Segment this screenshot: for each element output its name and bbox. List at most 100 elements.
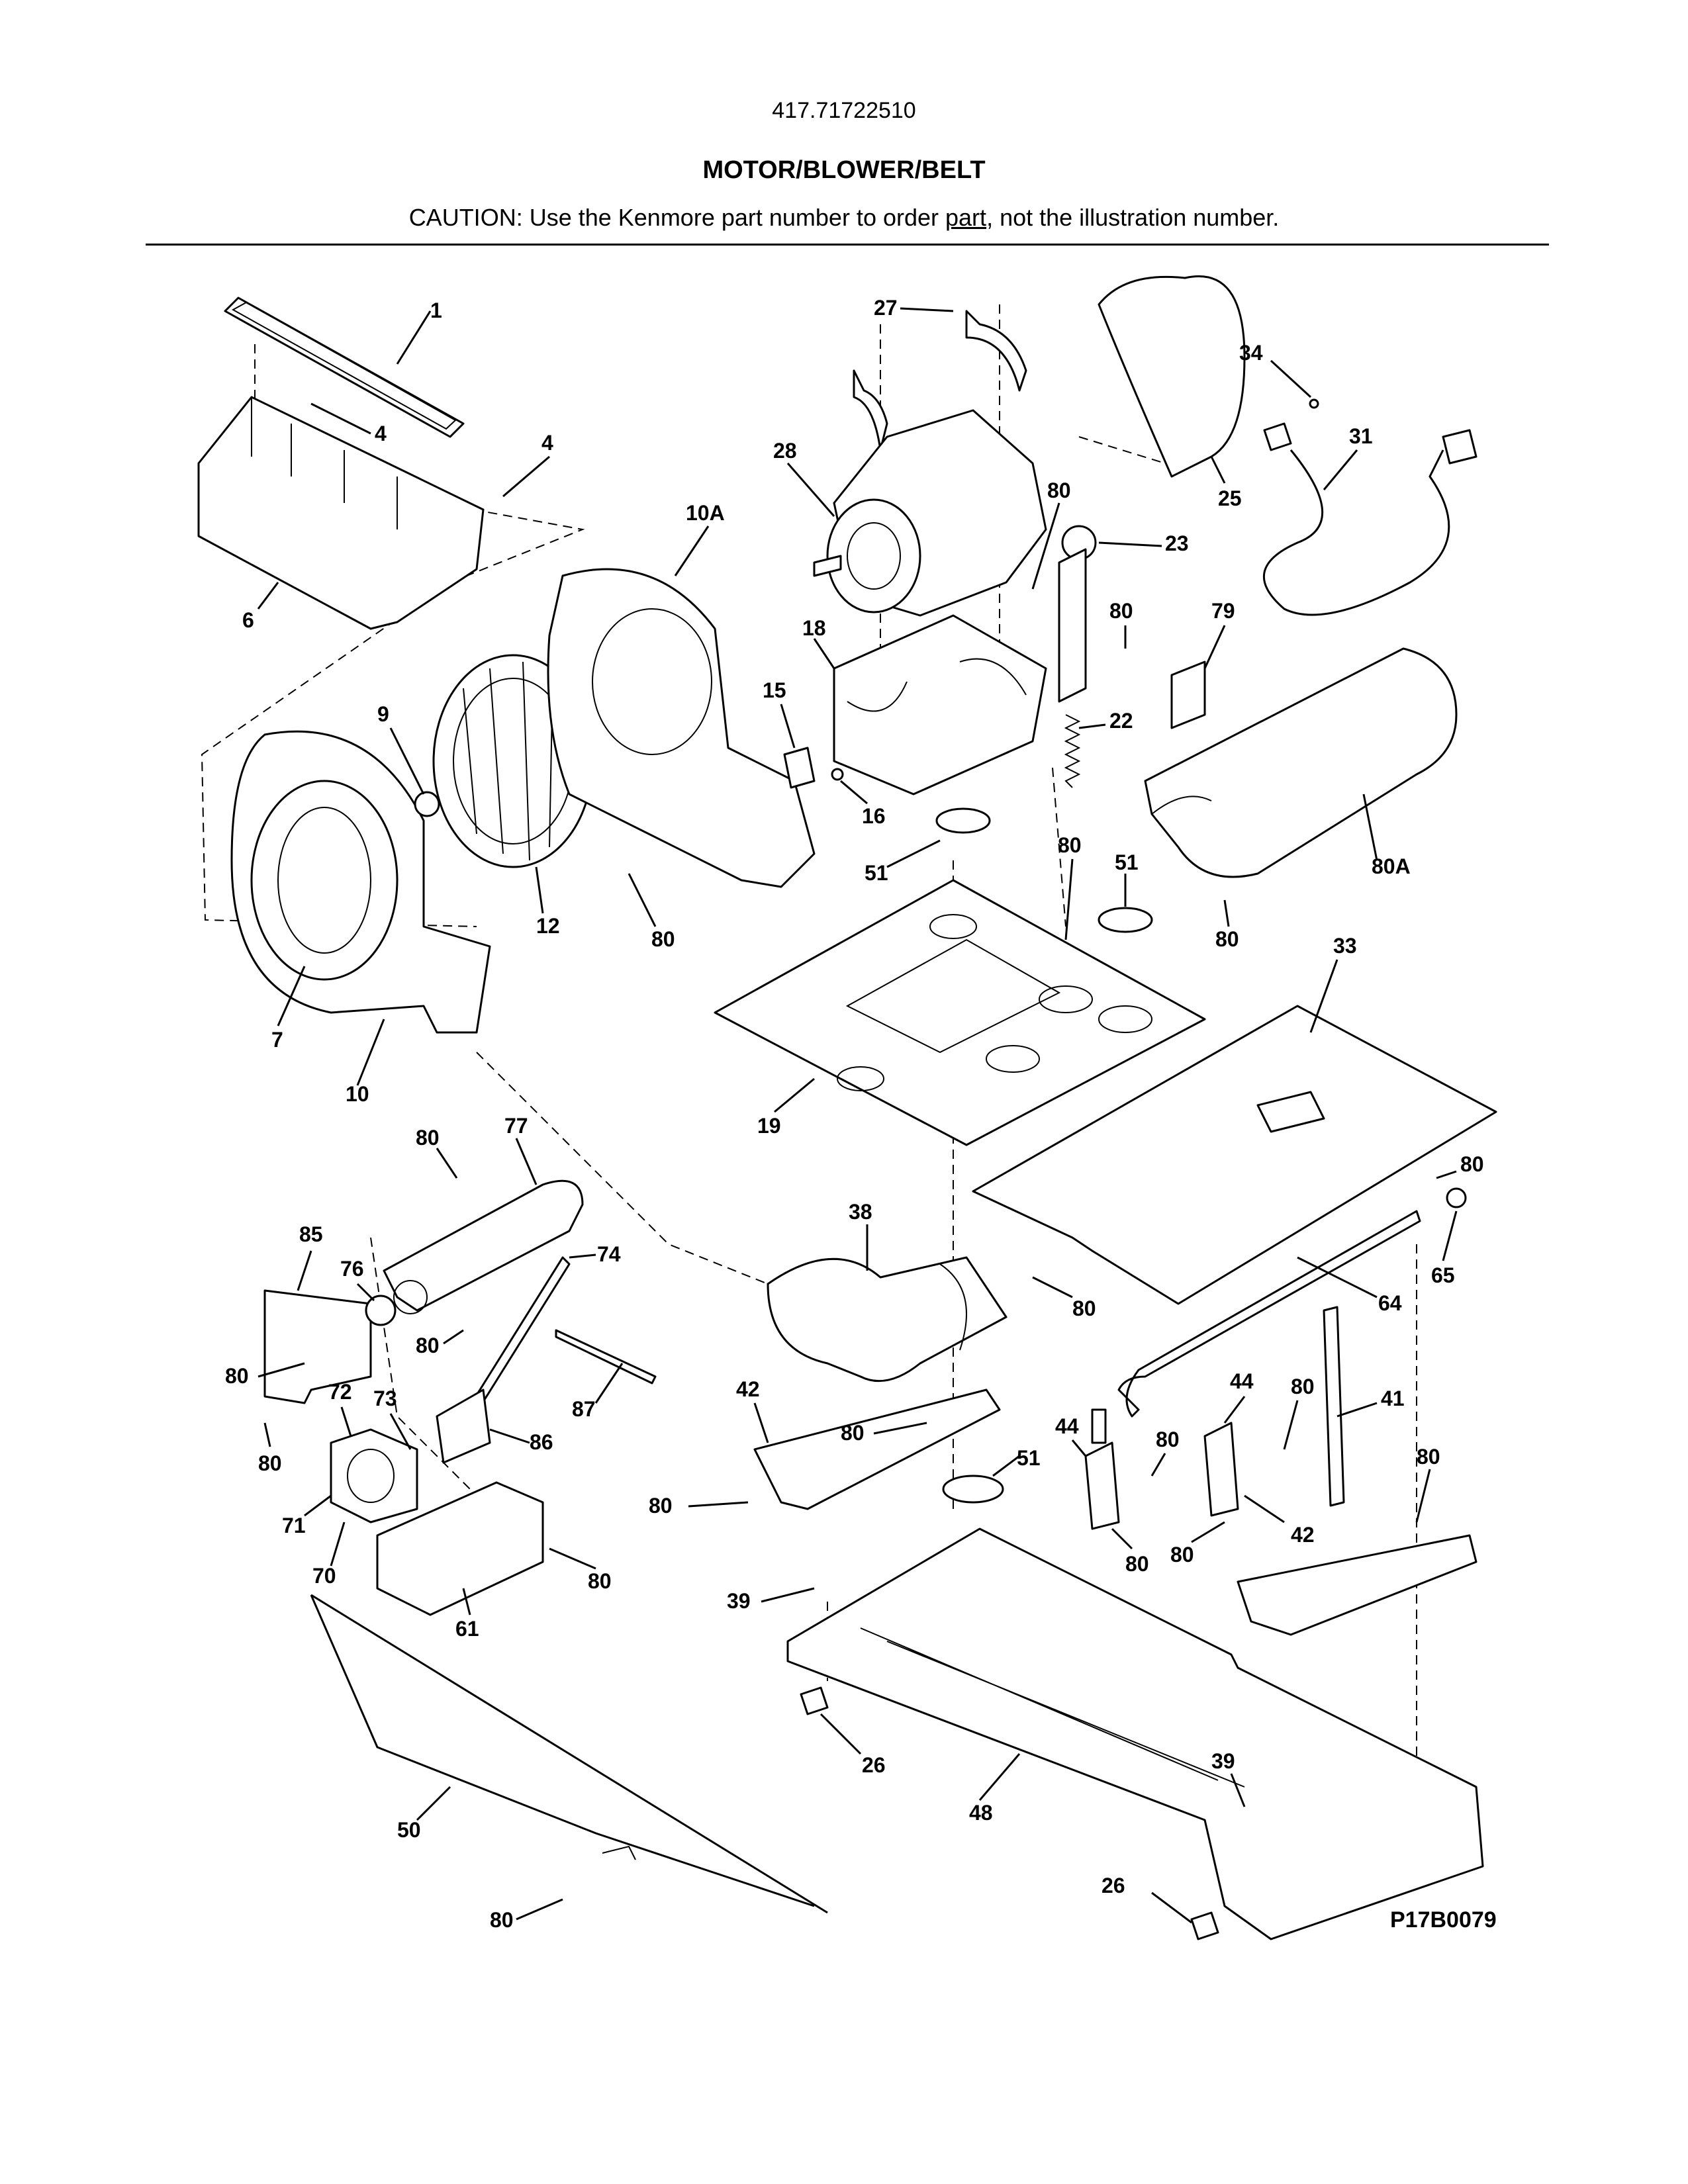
callout-label: 23 (1165, 531, 1189, 555)
callout-label: 10 (346, 1082, 369, 1106)
callout-label: 25 (1218, 486, 1242, 510)
callout-label: 61 (455, 1617, 479, 1641)
leader-lines (257, 307, 1458, 1924)
foot-part-26 (1190, 1911, 1219, 1940)
callout-label: 22 (1109, 709, 1133, 733)
callout-label: 7 (271, 1028, 283, 1052)
callout-label: 80 (1215, 927, 1239, 951)
callout-label: 80 (490, 1908, 514, 1932)
callout-label: 74 (597, 1242, 621, 1266)
panel-part-50 (310, 1594, 828, 1914)
callout-label: 71 (282, 1514, 306, 1537)
bracket-part-42 (753, 1388, 1001, 1510)
callout-label: 10A (686, 501, 725, 525)
callout-label: 4 (541, 431, 553, 455)
callout-label: 38 (849, 1200, 872, 1224)
model-number: 417.71722510 (772, 98, 916, 123)
callout-label: 80 (258, 1451, 282, 1475)
callout-label: 64 (1378, 1291, 1402, 1315)
callout-label: 12 (536, 914, 560, 938)
callout-label: 80 (588, 1569, 612, 1593)
page-title: MOTOR/BLOWER/BELT (702, 156, 986, 184)
lint-housing-part-6 (197, 396, 485, 630)
base-plate-part-19 (714, 879, 1206, 1146)
callout-label: 80 (416, 1334, 440, 1357)
bushing-part-9 (414, 791, 440, 817)
screw-part-16 (831, 768, 844, 781)
thermostat-part-76 (365, 1295, 397, 1326)
callout-label: 16 (862, 804, 886, 828)
base-part-48 (786, 1527, 1484, 1940)
motor-part-28 (813, 409, 1047, 617)
grommet-part-51 (935, 807, 1153, 1504)
plug-part-65 (1446, 1187, 1467, 1208)
callout-label: 51 (865, 861, 888, 885)
callout-label: 79 (1211, 599, 1235, 623)
caution-link[interactable]: part (945, 204, 987, 231)
callout-label: 44 (1230, 1369, 1254, 1393)
gas-valve-part-70-73 (330, 1428, 418, 1524)
callout-label: 80 (841, 1421, 865, 1445)
callout-label: 39 (1211, 1749, 1235, 1773)
callout-label: 4 (375, 422, 387, 445)
spring-part-22 (1064, 714, 1081, 788)
callout-label: 1 (430, 298, 442, 322)
duct-part-38 (767, 1256, 1008, 1383)
heater-part-77 (383, 1179, 584, 1314)
callout-label: 80 (651, 927, 675, 951)
callout-label: 80 (225, 1364, 249, 1388)
blower-cover-part-10a (547, 568, 816, 888)
tube-part-64 (1091, 1210, 1421, 1444)
belt-part-25 (1098, 275, 1246, 478)
callout-label: 80 (1156, 1428, 1180, 1451)
callout-label: 80 (1417, 1445, 1440, 1469)
callout-label: 80 (649, 1494, 673, 1518)
switch-part-79 (1170, 660, 1206, 729)
bracket-part-86 (436, 1388, 491, 1464)
callout-label: 65 (1431, 1263, 1455, 1287)
callout-label: 9 (377, 702, 389, 726)
callout-label: 80 (416, 1126, 440, 1150)
callout-label: 50 (397, 1818, 421, 1842)
callout-label: 28 (773, 439, 797, 463)
bracket-part-41 (1323, 1306, 1345, 1507)
callout-label: 27 (874, 296, 898, 320)
panel-part-33 (972, 1005, 1497, 1305)
header-divider (146, 244, 1549, 246)
callout-label: 80 (1125, 1552, 1149, 1576)
gasket-part-1 (224, 296, 465, 438)
callout-label: 77 (504, 1114, 528, 1138)
blower-housing-part-7-10 (230, 730, 491, 1034)
callout-label: 41 (1381, 1387, 1405, 1410)
callout-labels: 1 4 4 6 10A 9 12 80 7 10 27 28 80 18 15 … (225, 296, 1484, 1932)
caution-note: CAUTION: Use the Kenmore part number to … (0, 204, 1688, 232)
heater-shield-part-80a (1144, 647, 1458, 878)
wire-part-87 (555, 1329, 657, 1385)
motor-mount-part-18 (833, 614, 1047, 796)
callout-label: 42 (1291, 1523, 1315, 1547)
callout-label: 80 (1058, 833, 1082, 857)
callout-label: 86 (530, 1430, 553, 1454)
bracket-part-15 (783, 747, 816, 789)
callout-label: 26 (862, 1753, 886, 1777)
callout-label: 39 (727, 1589, 751, 1613)
callout-label: 72 (328, 1380, 352, 1404)
callout-label: 80 (1460, 1152, 1484, 1176)
callout-label: 44 (1055, 1414, 1079, 1438)
power-cord-part-31 (1262, 422, 1477, 616)
callout-label: 85 (299, 1222, 323, 1246)
diagram-code: P17B0079 (1390, 1907, 1497, 1933)
idler-pulley-part-23 (1058, 525, 1097, 703)
caution-prefix: CAUTION: Use the Kenmore part number to … (408, 204, 946, 231)
callout-label: 80A (1372, 854, 1411, 878)
callout-label: 6 (242, 608, 254, 632)
bracket-part-42 (1237, 1534, 1477, 1636)
bracket-part-44 (1203, 1422, 1239, 1517)
callout-label: 80 (1170, 1543, 1194, 1567)
callout-label: 73 (373, 1387, 397, 1410)
callout-label: 34 (1239, 341, 1263, 365)
plate-part-85 (263, 1289, 372, 1404)
callout-label: 31 (1349, 424, 1373, 448)
callout-label: 80 (1047, 478, 1071, 502)
